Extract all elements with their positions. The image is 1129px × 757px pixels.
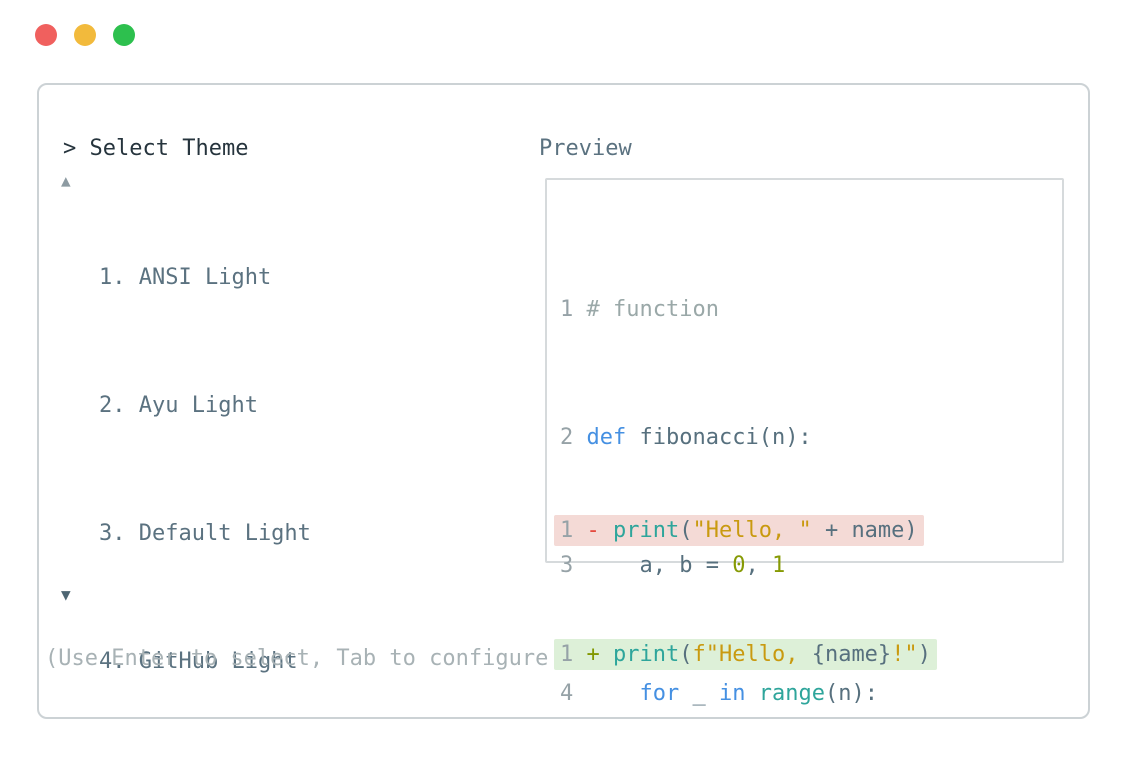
code-line: 1 # function	[560, 294, 891, 326]
window-controls	[35, 24, 135, 46]
code-token: _	[679, 681, 719, 706]
diff-preview: 1 - print("Hello, " + name) 1 + print(f"…	[554, 453, 937, 701]
preview-pane: 1 # function 2 def fibonacci(n): 3 a, b …	[545, 178, 1064, 706]
close-button[interactable]	[35, 24, 57, 46]
code-tokens: print("Hello, " + name)	[613, 518, 918, 543]
diff-sign-icon: -	[586, 518, 613, 543]
code-tokens: def fibonacci(n):	[587, 425, 812, 450]
scroll-up-icon[interactable]: ▲	[61, 171, 71, 190]
theme-name: ANSI Light	[138, 265, 272, 290]
theme-list-item[interactable]: 3. Default Light	[46, 518, 364, 550]
code-token: 0	[732, 553, 746, 578]
code-tokens: a, b = 0, 1	[586, 553, 786, 578]
code-token: f"Hello,	[692, 642, 812, 667]
scroll-down-icon[interactable]: ▼	[61, 585, 71, 604]
prompt-icon: >	[63, 136, 77, 161]
line-number: 3	[560, 553, 587, 578]
line-number: 1	[560, 642, 587, 667]
theme-number: 1.	[72, 265, 139, 290]
diff-line: 1 - print("Hello, " + name)	[554, 515, 937, 546]
code-line: 3 a, b = 0, 1	[560, 550, 891, 582]
code-tokens: # function	[587, 297, 719, 322]
selected-bullet-icon	[46, 393, 73, 418]
theme-name: GitHub Light	[138, 649, 298, 674]
selected-bullet-icon	[46, 265, 73, 290]
dialog-title-text: Select Theme	[89, 136, 249, 161]
code-token: 1	[771, 553, 786, 578]
theme-number: 4.	[72, 649, 139, 674]
theme-list-item[interactable]: 2. Ayu Light	[46, 390, 364, 422]
theme-list-item[interactable]: 1. ANSI Light	[46, 262, 364, 294]
diff-line: 1 + print(f"Hello, {name}!")	[554, 639, 937, 670]
theme-name: Default Light	[138, 521, 311, 546]
code-preview: 1 # function 2 def fibonacci(n): 3 a, b …	[560, 230, 891, 757]
code-line: 4 for _ in range(n):	[560, 678, 891, 710]
code-token: )	[917, 642, 931, 667]
code-token: (n):	[824, 681, 878, 706]
minimize-button[interactable]	[74, 24, 96, 46]
code-token: range	[758, 681, 825, 706]
code-token: (	[679, 642, 693, 667]
code-token: def	[586, 425, 627, 450]
code-line: 2 def fibonacci(n):	[560, 422, 891, 454]
dialog-header: > Select Theme	[63, 133, 248, 165]
selected-bullet-icon	[46, 521, 73, 546]
diff-highlight: 1 + print(f"Hello, {name}!")	[554, 639, 937, 670]
code-tokens: for _ in range(n):	[587, 681, 878, 706]
line-number: 1	[560, 297, 587, 322]
theme-number: 3.	[72, 521, 139, 546]
code-token: {name}	[811, 642, 892, 667]
code-token: a, b =	[586, 553, 733, 578]
code-token: print	[613, 642, 680, 667]
dialog-title	[76, 136, 89, 161]
code-token: in	[718, 681, 746, 706]
code-token: print	[613, 518, 680, 543]
line-number: 4	[560, 681, 587, 706]
code-token: fibonacci(n):	[626, 425, 812, 450]
code-token: "Hello, "	[692, 518, 812, 543]
code-tokens: print(f"Hello, {name}!")	[613, 642, 931, 667]
diff-highlight: 1 - print("Hello, " + name)	[554, 515, 924, 546]
code-token: !"	[891, 642, 918, 667]
line-number: 1	[560, 518, 587, 543]
code-token: for	[639, 681, 680, 706]
preview-label: Preview	[539, 136, 632, 161]
code-token: (	[679, 518, 693, 543]
code-token: # function	[586, 297, 719, 322]
theme-name: Ayu Light	[138, 393, 258, 418]
theme-list: 1. ANSI Light 2. Ayu Light 3. Default Li…	[46, 198, 364, 757]
code-token: + name)	[811, 518, 918, 543]
maximize-button[interactable]	[113, 24, 135, 46]
diff-sign-icon: +	[586, 642, 613, 667]
line-number: 2	[560, 425, 587, 450]
theme-list-item[interactable]: 4. GitHub Light	[46, 646, 364, 678]
theme-number: 2.	[72, 393, 139, 418]
code-token: ,	[745, 553, 772, 578]
theme-picker-window: > Select Theme ▲ 1. ANSI Light 2. Ayu Li…	[37, 83, 1090, 719]
